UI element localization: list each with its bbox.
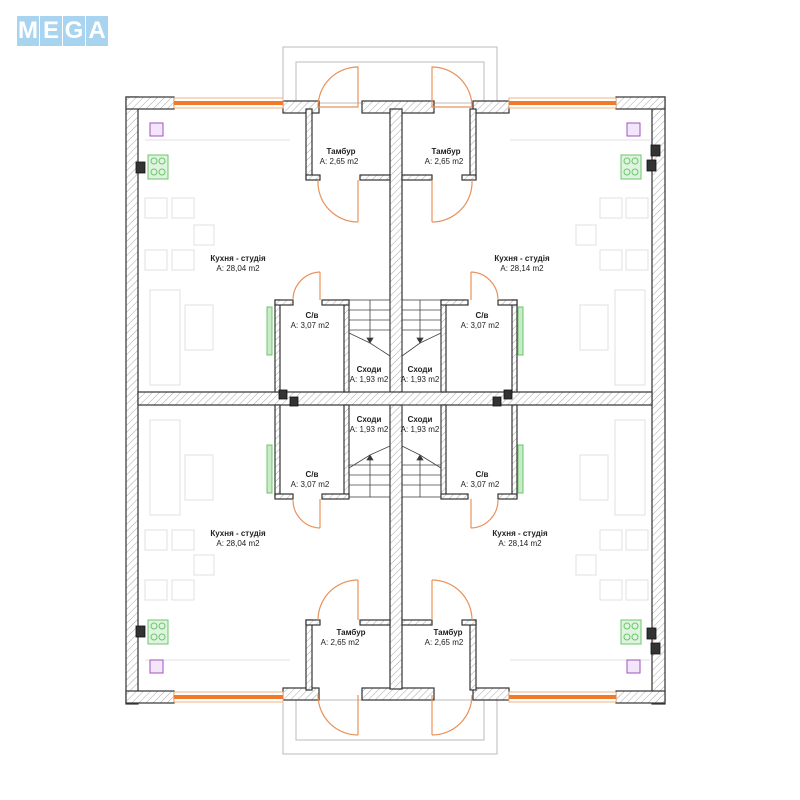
room-area: A: 1,93 m2 xyxy=(350,375,389,384)
porch-bottom xyxy=(282,699,498,755)
room-area: A: 28,04 m2 xyxy=(216,539,260,548)
room-name: Кухня - студія xyxy=(210,254,266,263)
stove-icons xyxy=(147,154,642,645)
room-name: С/в xyxy=(476,470,489,479)
walls xyxy=(125,96,666,705)
room-name: Сходи xyxy=(357,415,382,424)
room-area: A: 3,07 m2 xyxy=(291,321,330,330)
room-name: Тамбур xyxy=(336,628,365,637)
room-area: A: 2,65 m2 xyxy=(425,157,464,166)
room-name: С/в xyxy=(306,470,319,479)
room-area: A: 28,14 m2 xyxy=(500,264,544,273)
door-swings xyxy=(292,66,499,736)
room-area: A: 1,93 m2 xyxy=(401,425,440,434)
room-name: Кухня - студія xyxy=(494,254,550,263)
room-name: Сходи xyxy=(408,365,433,374)
room-area: A: 3,07 m2 xyxy=(291,480,330,489)
boiler-icons xyxy=(149,122,641,674)
room-name: Сходи xyxy=(408,415,433,424)
room-labels: Тамбур A: 2,65 m2 Тамбур A: 2,65 m2 Кухн… xyxy=(210,147,550,647)
room-area: A: 3,07 m2 xyxy=(461,480,500,489)
room-name: Кухня - студія xyxy=(492,529,548,538)
room-name: Тамбур xyxy=(433,628,462,637)
mega-logo: M E G A xyxy=(17,16,108,46)
room-area: A: 1,93 m2 xyxy=(401,375,440,384)
room-area: A: 2,65 m2 xyxy=(321,638,360,647)
porch-top xyxy=(282,46,498,104)
room-area: A: 1,93 m2 xyxy=(350,425,389,434)
radiators xyxy=(266,306,524,494)
room-area: A: 28,04 m2 xyxy=(216,264,260,273)
room-name: С/в xyxy=(306,311,319,320)
room-name: Тамбур xyxy=(431,147,460,156)
room-area: A: 2,65 m2 xyxy=(320,157,359,166)
room-area: A: 3,07 m2 xyxy=(461,321,500,330)
stairs xyxy=(348,299,442,498)
windows xyxy=(173,97,617,703)
room-name: С/в xyxy=(476,311,489,320)
furniture xyxy=(144,139,650,661)
logo-letter: A xyxy=(86,16,108,46)
room-area: A: 2,65 m2 xyxy=(425,638,464,647)
room-name: Сходи xyxy=(357,365,382,374)
logo-letter: E xyxy=(40,16,62,46)
room-area: A: 28,14 m2 xyxy=(498,539,542,548)
vent-icons xyxy=(135,144,661,655)
room-name: Кухня - студія xyxy=(210,529,266,538)
logo-letter: M xyxy=(17,16,39,46)
logo-letter: G xyxy=(63,16,85,46)
room-name: Тамбур xyxy=(326,147,355,156)
